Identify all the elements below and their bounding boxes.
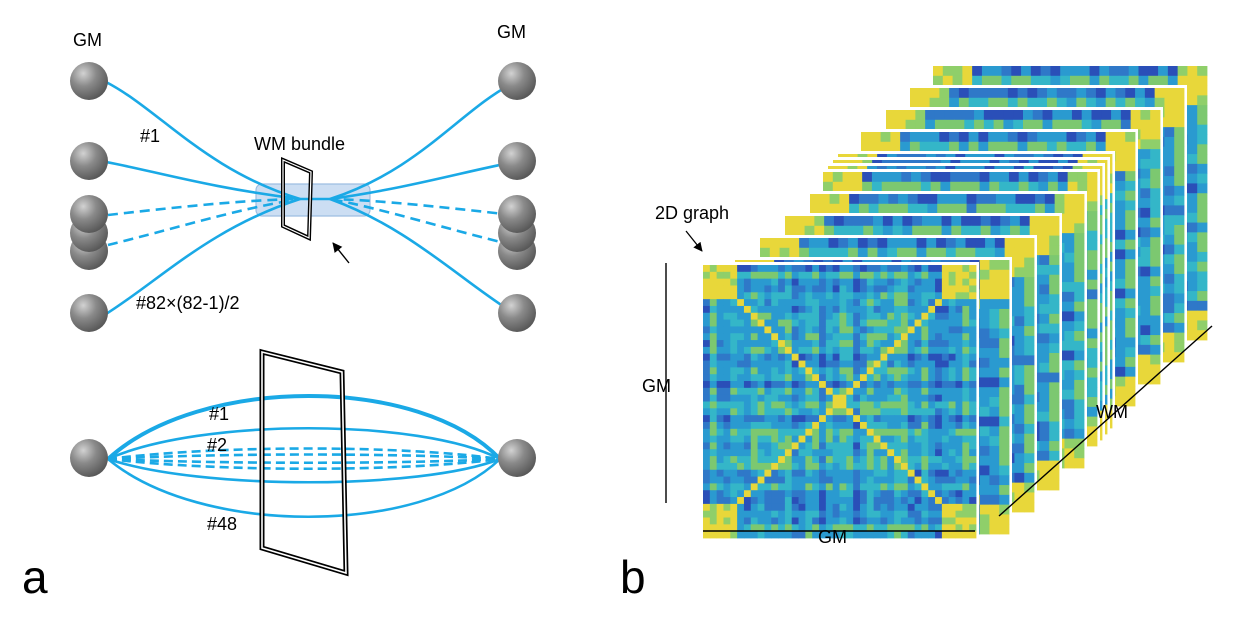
sub-fiber-last-label: #48 [207, 514, 237, 534]
gm-axis-horizontal-label: GM [818, 527, 847, 547]
gm-node [498, 142, 536, 180]
fiber-last-label: #82×(82-1)/2 [136, 293, 240, 313]
fiber-first-label: #1 [140, 126, 160, 146]
matrix-front [700, 262, 979, 541]
graph-pointer-arrow-icon [685, 230, 703, 252]
matrix-stack [700, 63, 1210, 541]
gm-axis-vertical-label: GM [642, 376, 671, 396]
gm-node [498, 294, 536, 332]
sub-fiber-1-label: #1 [209, 404, 229, 424]
panel-b-letter: b [620, 551, 646, 603]
wm-bundle-label: WM bundle [254, 134, 345, 154]
sub-fiber-lines [106, 394, 502, 519]
panel-b: GM GM WM 2D graph [642, 63, 1213, 547]
panel-a-bundle-detail: #1 #2 #48 [70, 348, 536, 577]
gm-label-left: GM [73, 30, 102, 50]
gm-nodes-left [70, 62, 108, 332]
gm-node [498, 439, 536, 477]
graph-label: 2D graph [655, 203, 729, 223]
gm-label-right: GM [497, 22, 526, 42]
gm-node [70, 195, 108, 233]
pointer-arrow-icon [332, 242, 350, 264]
gm-node [70, 294, 108, 332]
panel-a-letter: a [22, 551, 48, 603]
gm-node [70, 142, 108, 180]
sub-fiber-2-label: #2 [207, 435, 227, 455]
fiber-lines-top [105, 80, 516, 316]
wm-axis [998, 325, 1213, 517]
gm-node [70, 62, 108, 100]
gm-node [498, 195, 536, 233]
gm-nodes-right [498, 62, 536, 332]
panel-a: GM GM WM bundle #1 #82×(82-1)/2 [70, 22, 536, 332]
wm-axis-label: WM [1096, 402, 1128, 422]
gm-node [70, 439, 108, 477]
gm-node [498, 62, 536, 100]
